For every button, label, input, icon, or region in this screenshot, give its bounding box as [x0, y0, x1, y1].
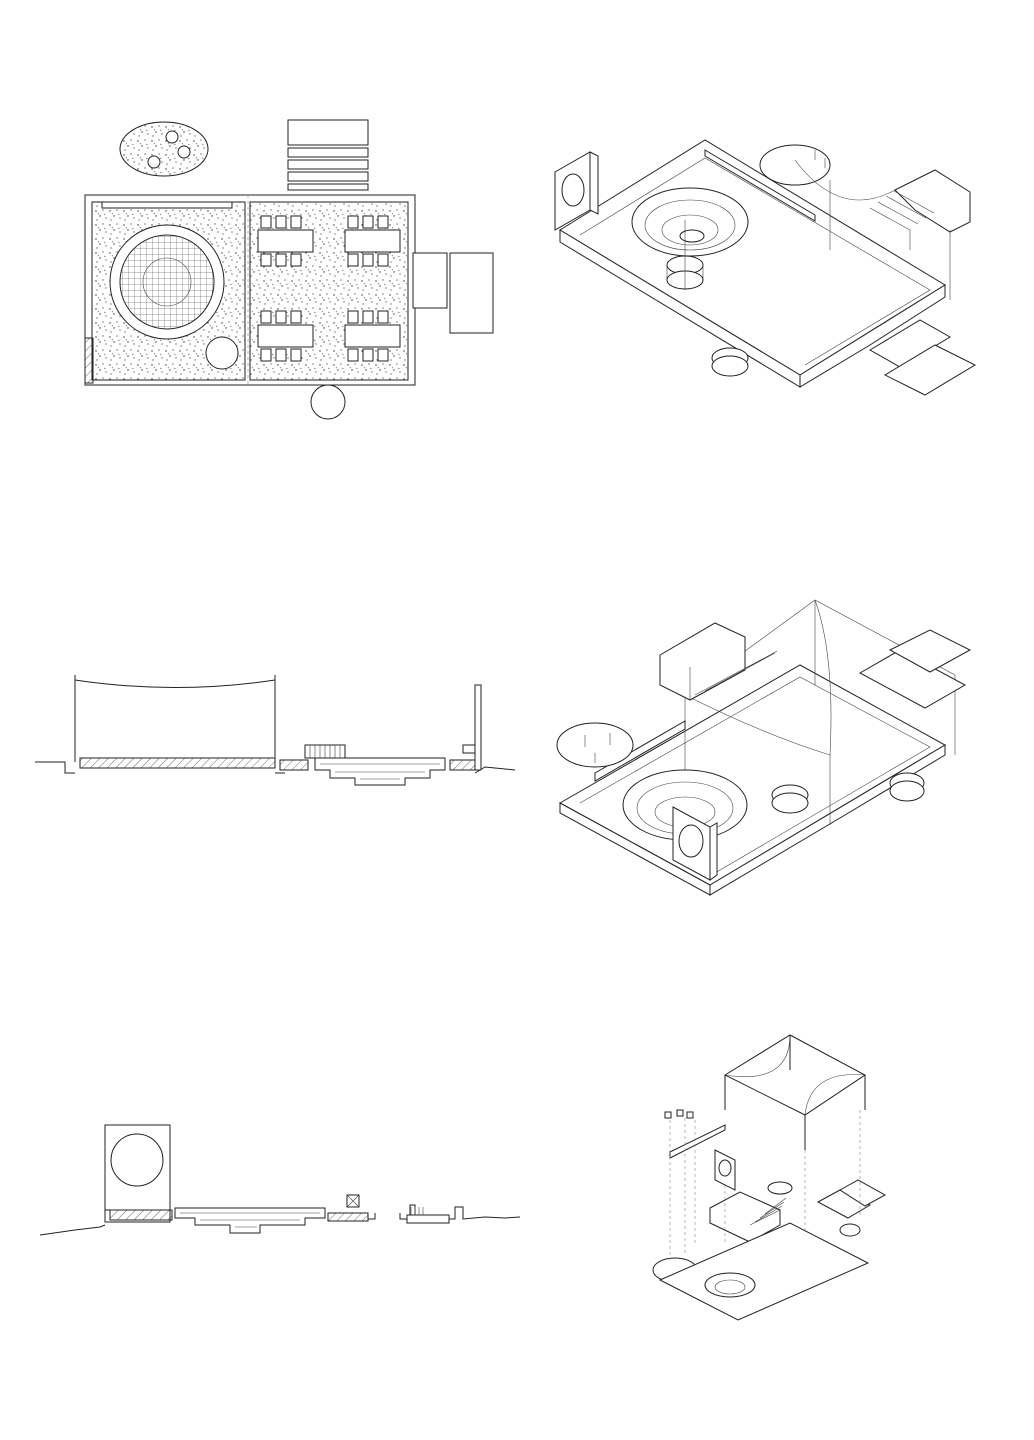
- side-block-1: [412, 252, 448, 309]
- round-stool-outside: [310, 384, 346, 420]
- dining-table-3: [257, 310, 314, 362]
- entry-steps: [287, 119, 369, 191]
- stairs-axo: [869, 169, 971, 250]
- pool-axo: [631, 187, 749, 257]
- round-window-wall-2: [672, 806, 718, 881]
- floor-plan: [84, 119, 494, 420]
- dining-table-2: [344, 215, 401, 267]
- base-slab-exploded: [658, 1222, 870, 1321]
- ground-line-b: [39, 1216, 521, 1236]
- oval-planter: [119, 121, 209, 177]
- axonometric-view-2: [556, 599, 972, 896]
- axonometric-view-1: [554, 139, 977, 396]
- dining-table-1: [257, 215, 314, 267]
- canopy-line: [74, 679, 276, 688]
- ground-line: [35, 761, 516, 774]
- exploded-axonometric: [652, 1034, 887, 1321]
- stairs-axo-2: [659, 622, 778, 701]
- dining-table-4: [344, 310, 401, 362]
- window-wall-exploded: [714, 1149, 736, 1191]
- section-a: [35, 675, 516, 786]
- side-block-2: [449, 252, 494, 334]
- round-stool: [205, 336, 239, 370]
- round-window-wall: [554, 151, 599, 231]
- section-b: [39, 1124, 521, 1236]
